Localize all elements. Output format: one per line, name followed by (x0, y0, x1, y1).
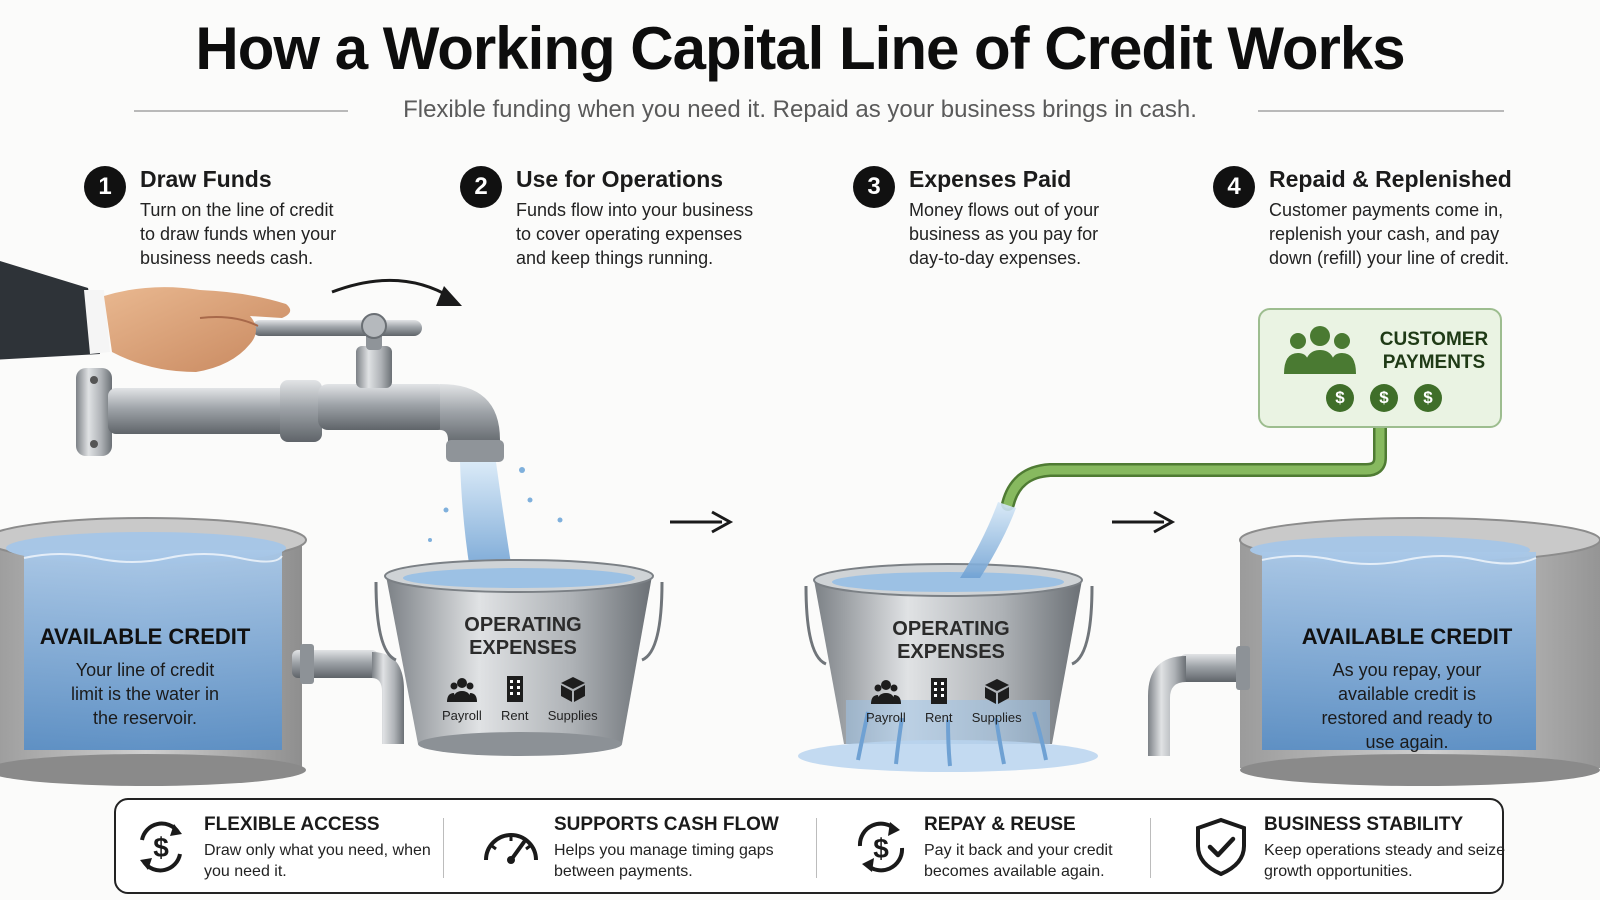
payroll-item: Payroll (442, 674, 482, 723)
step-4-number: 4 (1213, 166, 1255, 208)
bucket-right-items: Payroll Rent Supplies (866, 676, 1022, 725)
page-subtitle: Flexible funding when you need it. Repai… (403, 96, 1197, 123)
step-4-description: Customer payments come in, replenish you… (1269, 200, 1510, 268)
step-3-title: Expenses Paid (909, 166, 1072, 192)
flow-arrow-2 (1112, 510, 1176, 534)
reservoir-left (0, 517, 307, 786)
people-icon (446, 678, 477, 702)
reservoir-left-title: AVAILABLE CREDIT (39, 624, 251, 649)
customer-payment-hose (960, 421, 1387, 578)
customer-payments-box: CUSTOMER PAYMENTS $ $ $ (1258, 308, 1502, 428)
right-inlet-pipe (1148, 646, 1250, 756)
svg-text:$: $ (153, 832, 169, 863)
dollar-coin-icon: $ (1414, 384, 1442, 412)
gauge-icon (484, 833, 538, 864)
feature-business-stability: BUSINESS STABILITY Keep operations stead… (1176, 800, 1521, 896)
bucket-left-items: Payroll Rent Supplies (442, 674, 598, 723)
shield-check-icon (1196, 817, 1246, 877)
step-1-description: Turn on the line of credit to draw funds… (140, 200, 337, 268)
supplies-item: Supplies (972, 676, 1022, 725)
step-3-number: 3 (853, 166, 895, 208)
rent-label: Rent (501, 708, 529, 723)
flow-arrow-1 (670, 510, 734, 534)
feature-divider (816, 818, 817, 878)
feature-business-stability-title: BUSINESS STABILITY (1264, 814, 1464, 835)
reservoir-right-description: As you repay, your available credit is r… (1321, 660, 1493, 752)
rent-item: Rent (924, 676, 954, 725)
reservoir-left-description: Your line of credit limit is the water i… (70, 660, 220, 728)
step-3-description: Money flows out of your business as you … (909, 200, 1100, 268)
customers-icon (1284, 326, 1356, 374)
page-title: How a Working Capital Line of Credit Wor… (195, 15, 1405, 82)
payroll-label: Payroll (866, 710, 906, 725)
customer-payments-label: CUSTOMER PAYMENTS (1379, 329, 1489, 373)
feature-supports-cash-flow-title: SUPPORTS CASH FLOW (554, 814, 779, 835)
subtitle-rule-right (1258, 110, 1504, 112)
rent-item: Rent (500, 674, 530, 723)
supplies-item: Supplies (548, 674, 598, 723)
step-2-title: Use for Operations (516, 166, 724, 192)
left-outlet-pipe (292, 644, 404, 744)
feature-divider (443, 818, 444, 878)
features-bar: $ FLEXIBLE ACCESS Draw only what you nee… (114, 798, 1505, 896)
box-icon (560, 677, 585, 702)
feature-flexible-access-title: FLEXIBLE ACCESS (204, 814, 380, 835)
payroll-label: Payroll (442, 708, 482, 723)
feature-supports-cash-flow: SUPPORTS CASH FLOW Helps you manage timi… (466, 800, 811, 896)
step-4-title: Repaid & Replenished (1269, 166, 1512, 192)
supplies-label: Supplies (547, 708, 598, 723)
hand-on-tap (0, 261, 291, 372)
dollar-cycle-icon: $ (140, 821, 182, 873)
subtitle-rule-left (134, 110, 348, 112)
feature-supports-cash-flow-description: Helps you manage timing gaps between pay… (554, 842, 774, 880)
feature-divider (1150, 818, 1151, 878)
building-icon (506, 676, 523, 702)
box-icon (984, 679, 1009, 704)
rent-label: Rent (925, 710, 953, 725)
step-2-number: 2 (460, 166, 502, 208)
feature-flexible-access: $ FLEXIBLE ACCESS Draw only what you nee… (116, 800, 461, 896)
building-icon (930, 678, 947, 704)
reservoir-right (1239, 517, 1600, 786)
dollar-coin-icon: $ (1326, 384, 1354, 412)
dollar-refresh-icon: $ (857, 821, 905, 873)
step-1-number: 1 (84, 166, 126, 208)
payroll-item: Payroll (866, 676, 906, 725)
pouring-water (428, 462, 563, 570)
faucet (76, 313, 504, 462)
bucket-right-label: OPERATING EXPENSES (892, 618, 1010, 663)
feature-repay-reuse: $ REPAY & REUSE Pay it back and your cre… (836, 800, 1181, 896)
svg-text:$: $ (873, 833, 889, 864)
feature-flexible-access-description: Draw only what you need, when you need i… (204, 842, 431, 880)
people-icon (870, 680, 901, 704)
feature-repay-reuse-title: REPAY & REUSE (924, 814, 1076, 835)
bucket-left-label: OPERATING EXPENSES (464, 614, 582, 659)
feature-repay-reuse-description: Pay it back and your credit becomes avai… (924, 842, 1113, 880)
dollar-coin-icon: $ (1370, 384, 1398, 412)
step-2-description: Funds flow into your business to cover o… (516, 200, 754, 268)
feature-business-stability-description: Keep operations steady and seize growth … (1264, 842, 1506, 880)
step-1-title: Draw Funds (140, 166, 272, 192)
bucket-right (798, 563, 1098, 772)
coins-row: $ $ $ (1326, 384, 1442, 412)
supplies-label: Supplies (971, 710, 1022, 725)
reservoir-right-title: AVAILABLE CREDIT (1301, 624, 1513, 649)
turn-arrow-icon (331, 278, 462, 306)
